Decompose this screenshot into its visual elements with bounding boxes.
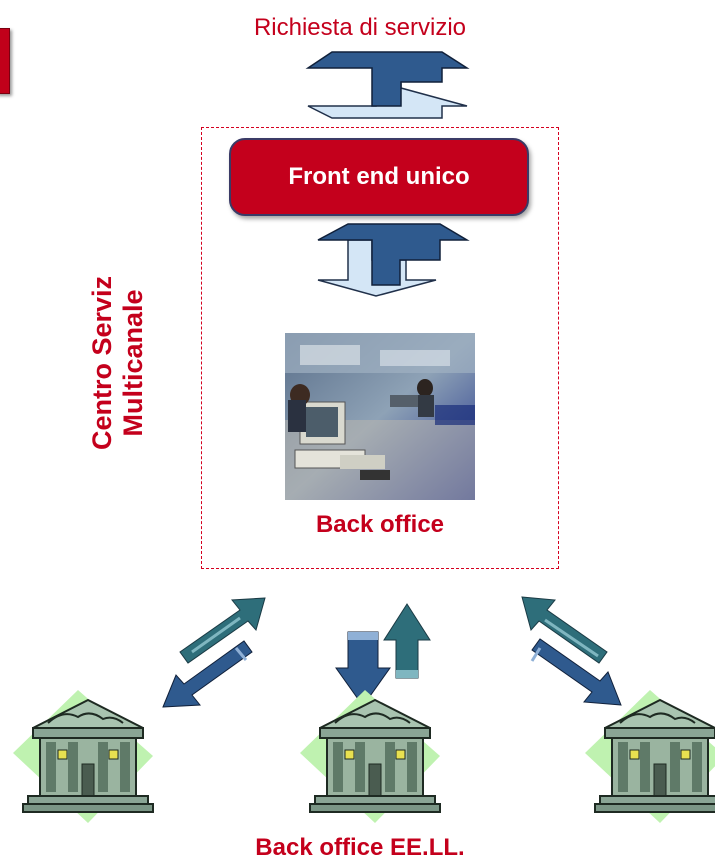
double-arrow-icon	[317, 223, 470, 297]
back-office-label: Back office	[315, 511, 445, 538]
double-arrow-icon	[305, 51, 470, 119]
service-request-label: Richiesta di servizio	[253, 14, 467, 41]
centro-line2: Multicanale	[118, 289, 148, 437]
bank-building-icon	[300, 690, 441, 823]
centro-line1: Centro Serviz	[87, 275, 117, 451]
front-end-box: Front end unico	[229, 138, 529, 216]
center-vertical-arrows-icon	[335, 603, 431, 707]
bank-building-icon	[585, 690, 715, 823]
workplace-photo	[285, 333, 475, 500]
back-office-eell-label: Back office EE.LL.	[255, 834, 465, 861]
front-end-label: Front end unico	[288, 163, 470, 190]
centro-servizi-boundary	[201, 127, 559, 569]
corner-tab	[0, 28, 10, 94]
left-diagonal-arrows-icon	[162, 597, 266, 708]
right-diagonal-arrows-icon	[521, 596, 622, 706]
bank-building-icon	[13, 690, 154, 823]
